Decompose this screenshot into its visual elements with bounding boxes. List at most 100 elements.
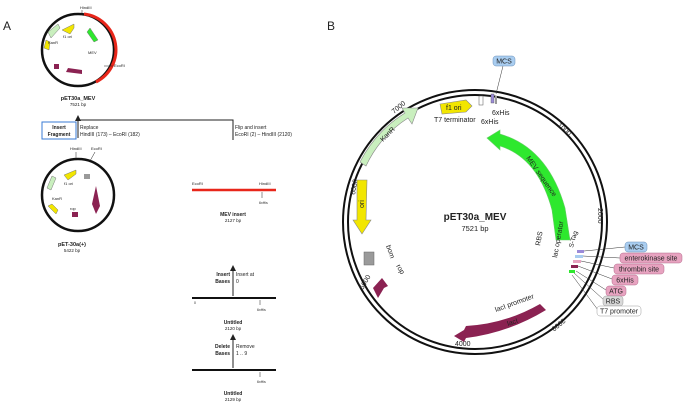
- big-map-label-rop: rop: [394, 264, 405, 276]
- big-map-laci: [454, 304, 546, 342]
- map-middle-site-ecori: EcoRI: [91, 146, 102, 151]
- panel-b-letter: B: [327, 19, 335, 33]
- map-top-laci: [66, 68, 82, 74]
- insert-fragment-box: [41, 121, 77, 140]
- untitled-1-name: Untitled: [224, 320, 243, 326]
- map-top-site-hindiii: HindIII: [80, 5, 92, 10]
- big-map-callout-atg-text: ATG: [609, 289, 623, 296]
- map-top-site-ecori: EcoRI: [114, 63, 125, 68]
- big-map-title: pET30a_MEV: [444, 212, 507, 223]
- big-map-callout-6xhis: [611, 274, 639, 286]
- insert-bases-desc-1: Insert at: [236, 272, 255, 278]
- map-middle-ori: [47, 203, 59, 215]
- big-map-callout-enterokinase: [619, 252, 683, 264]
- big-map-tick-1000: 1000: [556, 122, 573, 137]
- big-map-callout-thrombin-text: thrombin site: [619, 267, 659, 274]
- mev-insert-right-site: HindIII: [259, 181, 271, 186]
- big-map-size: 7521 bp: [461, 224, 488, 233]
- big-map-ring-inner: [347, 94, 603, 350]
- flip-label: Flip and insert: [235, 125, 267, 131]
- insert-fragment-bracket: [78, 119, 234, 140]
- big-map-bom: [363, 251, 375, 266]
- replace-label: Replace: [80, 125, 99, 131]
- big-map-cluster-e: [569, 270, 575, 273]
- big-map-callout-t7-promoter-text: T7 promoter: [600, 309, 639, 316]
- big-map: 1000 2000 3000 4000 5000 6000 7000 pET30…: [342, 55, 683, 355]
- mev-insert-size: 2127 bp: [225, 218, 242, 223]
- big-map-label-laci: lacI: [506, 318, 519, 328]
- big-map-tick-4000: 4000: [455, 341, 471, 348]
- map-top-mev: [86, 27, 99, 43]
- step-delete-bases: Delete Bases Remove 1 .. 9: [215, 334, 255, 368]
- map-middle-laci: [92, 186, 100, 214]
- flip-range: EcoRI (2) – HindIII (2120): [235, 132, 292, 138]
- map-middle-site-hindiii: HindIII: [70, 146, 82, 151]
- map-top-ori: [43, 39, 51, 51]
- mev-insert: EcoRI HindIII 6xHis MEV insert 2127 bp: [192, 181, 276, 223]
- map-top-feature-mev: MEV: [88, 50, 97, 55]
- big-map-label-6xhis-b: 6xHis: [481, 119, 499, 126]
- big-map-cluster-a: [577, 250, 584, 253]
- big-map-f1-ori: [439, 99, 473, 115]
- mev-insert-left-site: EcoRI: [192, 181, 203, 186]
- big-map-callout-mcs-text: MCS: [628, 245, 644, 252]
- insert-fragment-title-2: Fragment: [48, 132, 71, 138]
- map-middle-feature-kanr: KanR: [52, 196, 62, 201]
- big-map-tick-2000: 2000: [596, 208, 603, 224]
- big-map-callout-6xhis-text: 6xHis: [616, 278, 634, 285]
- big-map-label-rbs: RBS: [535, 231, 544, 247]
- big-map-callout-mcs: [624, 241, 648, 253]
- map-top-feature-f1: f1 ori: [63, 34, 72, 39]
- untitled-2-name: Untitled: [224, 391, 243, 397]
- big-map-cluster-c: [573, 260, 581, 263]
- step-insert-bases: Insert Bases Insert at 0: [215, 265, 255, 296]
- map-middle-feature-f1: f1 ori: [64, 181, 73, 186]
- map-middle-feature-rop: rop: [70, 206, 77, 211]
- big-map-callout-t7-promoter: [596, 305, 642, 317]
- big-map-label-ori: ori: [359, 200, 366, 208]
- map-top: HindIII EcoRI f1 ori KanR MEV pET30a_MEV…: [40, 5, 125, 107]
- big-map-label-s-tag: S-Tag: [568, 230, 579, 249]
- step-insert-fragment: Insert Fragment Replace HindIII (173) – …: [41, 115, 292, 140]
- untitled-1-right: 6xHis: [257, 308, 266, 312]
- insert-bases-title-2: Bases: [215, 279, 230, 285]
- big-map-label-t7-terminator: T7 terminator: [434, 117, 476, 124]
- mev-insert-tick: 6xHis: [259, 201, 268, 205]
- big-map-rop: [373, 278, 388, 298]
- insert-bases-desc-2: 0: [236, 279, 239, 285]
- map-top-red-arc: [83, 12, 118, 84]
- untitled-1: 0 6xHis Untitled 2120 bp: [192, 297, 276, 331]
- map-top-size: 7521 bp: [70, 102, 87, 107]
- big-map-ori: [352, 179, 372, 235]
- panel-a-letter: A: [3, 19, 11, 33]
- map-middle-size: 5422 bp: [64, 248, 81, 253]
- big-map-tick-6000: 6000: [350, 179, 360, 196]
- big-map-cluster-d: [571, 265, 578, 268]
- untitled-2-size: 2129 bp: [225, 397, 242, 402]
- delete-bases-title-2: Bases: [215, 351, 230, 357]
- mev-insert-name: MEV insert: [220, 212, 246, 218]
- big-map-callout-thrombin: [613, 263, 665, 275]
- insert-bases-title-1: Insert: [216, 272, 230, 278]
- map-top-rop: [54, 64, 59, 69]
- big-map-mev-sequence: [486, 129, 571, 241]
- big-map-callout-enterokinase-text: enterokinase site: [625, 256, 678, 263]
- replace-range: HindIII (173) – EcoRI (182): [80, 132, 140, 138]
- big-map-label-bom: bom: [384, 244, 395, 259]
- delete-bases-title-1: Delete: [215, 344, 230, 350]
- map-top-title: pET30a_MEV: [61, 96, 96, 102]
- big-map-label-6xhis-a: 6xHis: [492, 110, 510, 117]
- big-map-callout-mcs-top-text: MCS: [496, 59, 512, 66]
- untitled-1-size: 2120 bp: [225, 326, 242, 331]
- big-map-kanr: [359, 107, 419, 167]
- big-map-ring-outer: [342, 89, 608, 355]
- big-map-mcs-top-box: [495, 96, 497, 104]
- untitled-2-right: 6xHis: [257, 380, 266, 384]
- big-map-6xhis-top: [490, 93, 495, 104]
- map-middle-f1-ori: [63, 169, 77, 181]
- big-map-callout-rbs-text: RBS: [606, 299, 621, 306]
- delete-bases-desc-1: Remove: [236, 344, 255, 350]
- delete-bases-desc-2: 1 .. 9: [236, 351, 247, 357]
- untitled-1-left: 0: [194, 301, 196, 305]
